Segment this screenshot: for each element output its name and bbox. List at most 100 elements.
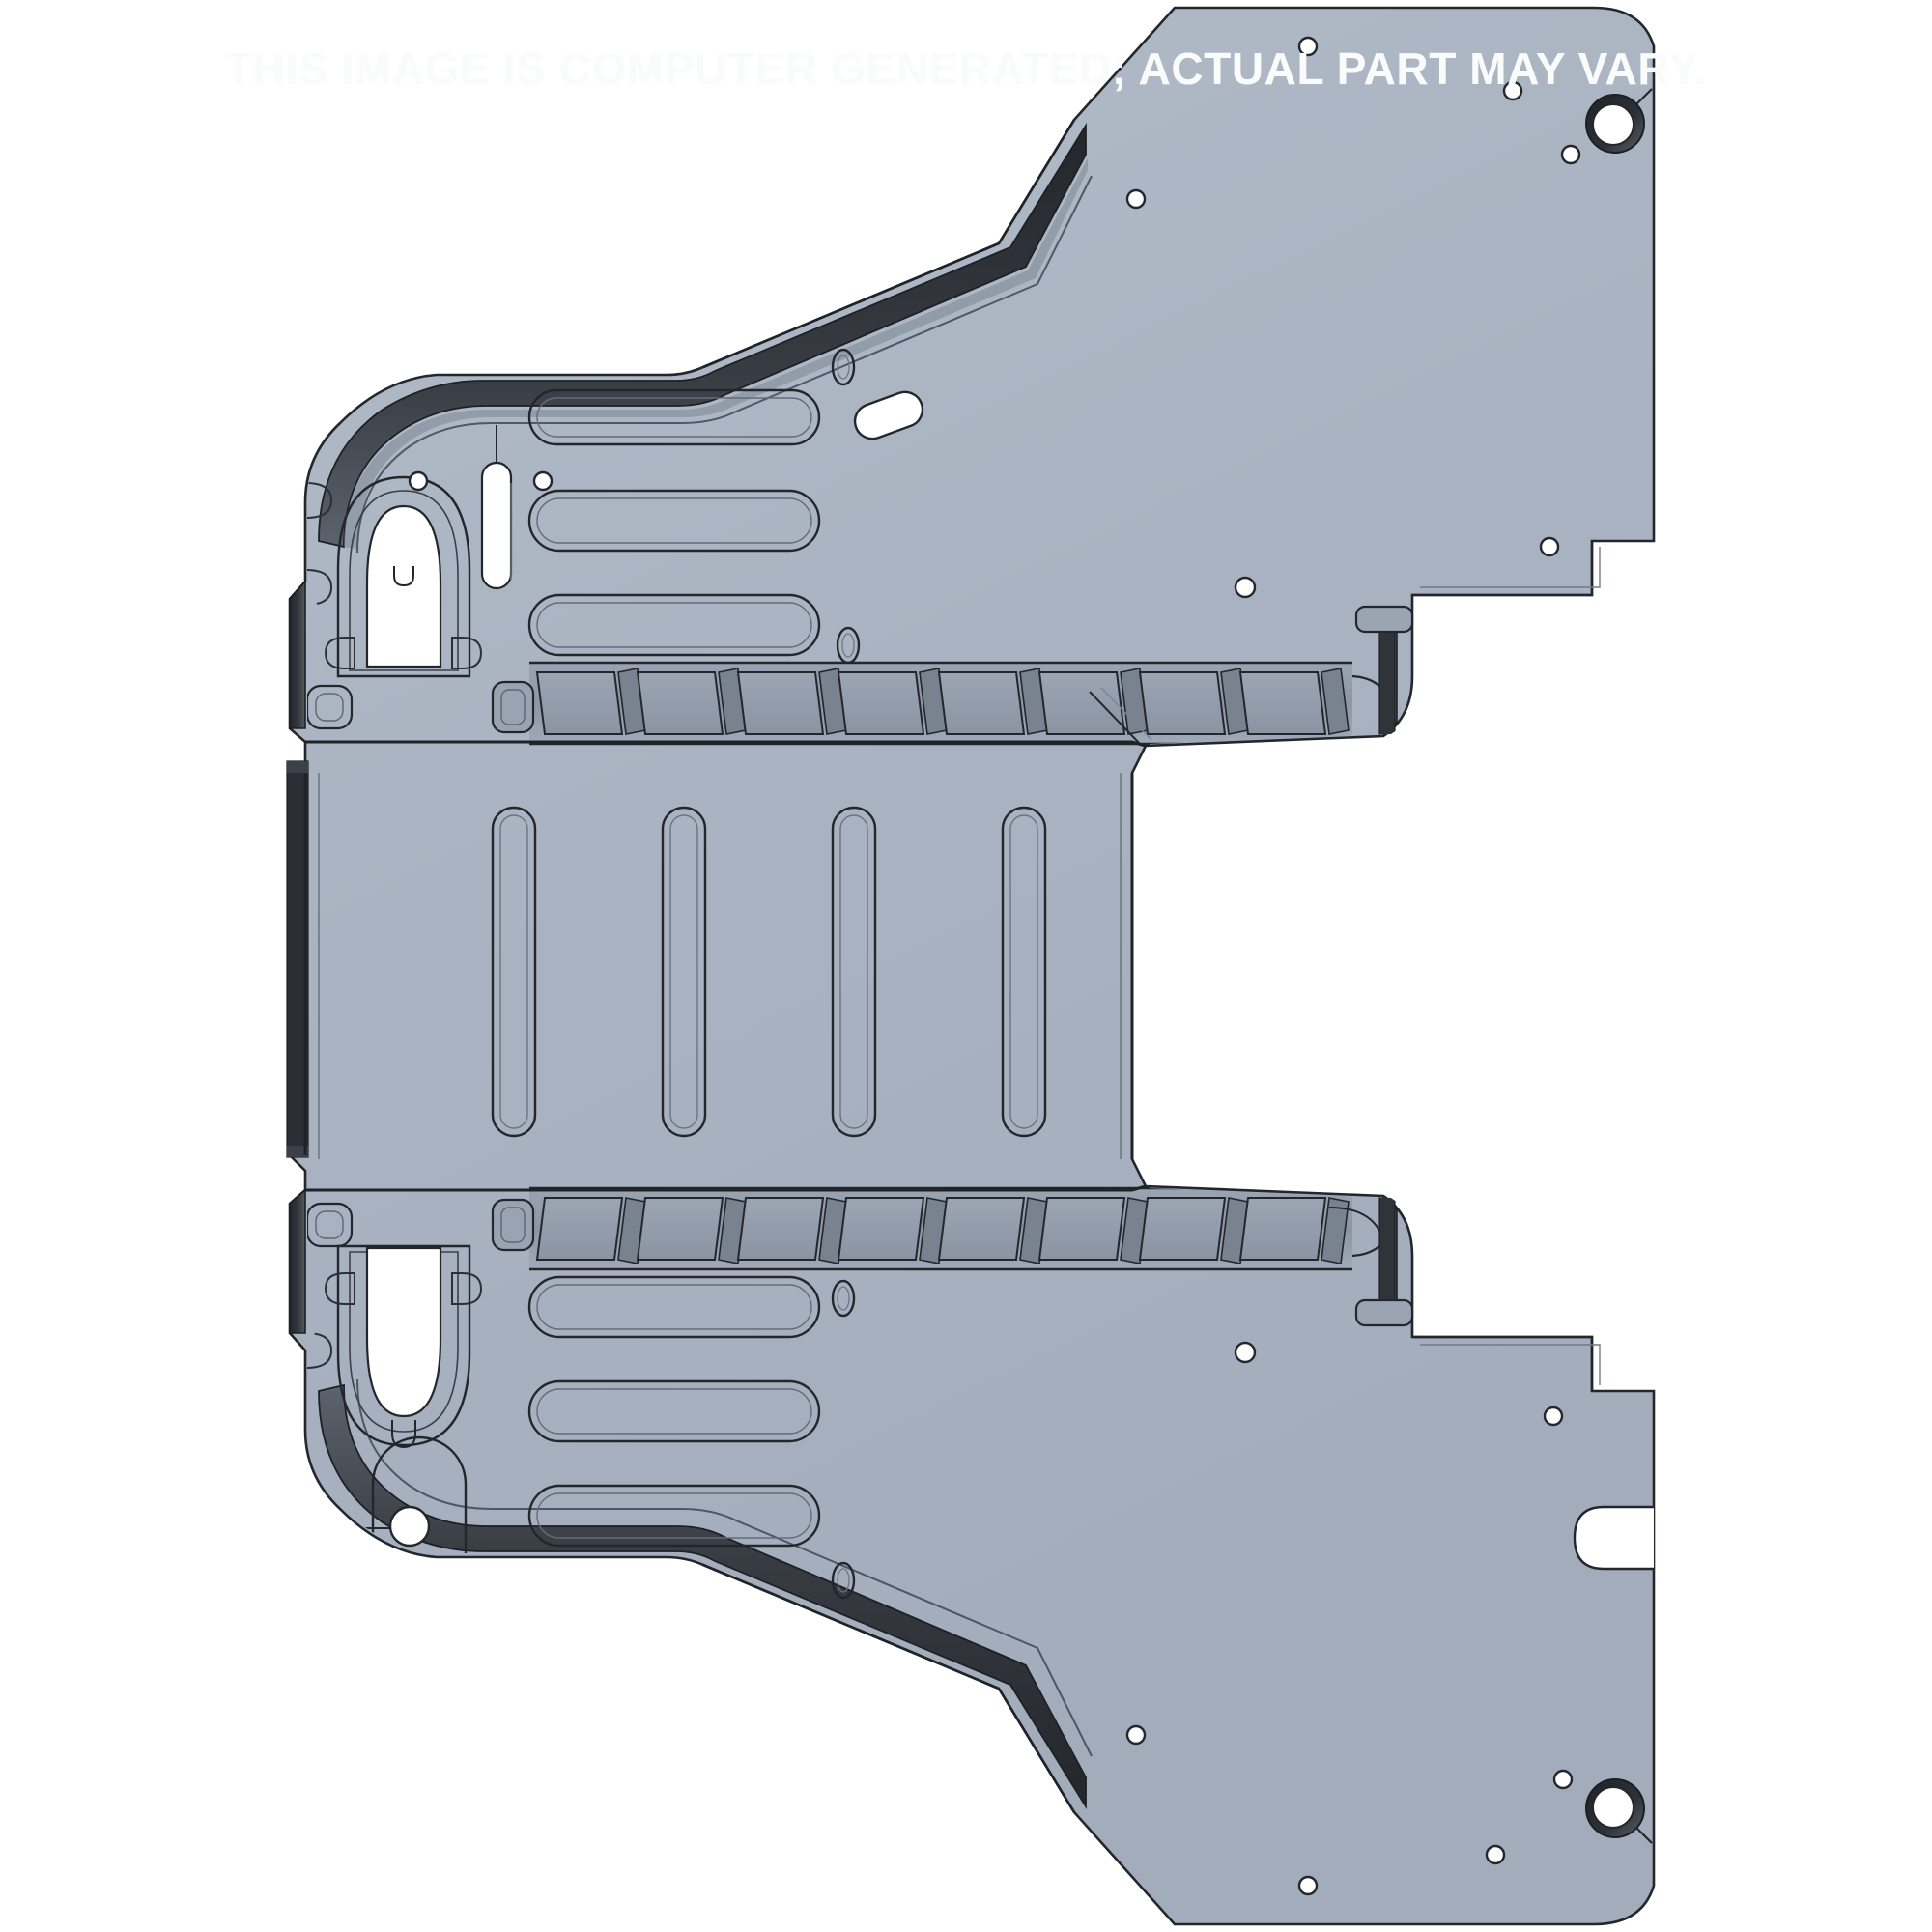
- rib-upper-2: [527, 489, 821, 553]
- collar-tangent-line: [1635, 1827, 1653, 1844]
- rib-lower-3: [527, 1484, 821, 1548]
- hole: [1125, 188, 1147, 210]
- rib-segment: [736, 1197, 825, 1261]
- channel-rib-segments: [535, 668, 1350, 735]
- hole: [1539, 536, 1560, 557]
- rib-upper-3-inner: [536, 602, 812, 648]
- vrib-2-inner: [669, 814, 698, 1129]
- channel-corner-eyelet-inner: [315, 1210, 344, 1239]
- upper-left-eyelet-a: [307, 482, 333, 519]
- lower-ribbed-channel: [307, 1186, 1397, 1271]
- rib-segment: [636, 671, 724, 735]
- channel-left-cap: [491, 680, 535, 734]
- mid-panel-features: [318, 773, 1122, 1159]
- hole: [1543, 1406, 1564, 1427]
- upper-oblong-eyelet-1: [831, 348, 856, 386]
- channel-corner-eyelet: [307, 1202, 354, 1248]
- lower-right-u-notch: [1573, 1505, 1654, 1571]
- lower-right-step: [1412, 1335, 1601, 1391]
- hole: [753, 304, 774, 326]
- upper-arch-eyelet-left: [324, 637, 355, 669]
- rib-upper-1: [527, 388, 821, 446]
- upper-vertical-slot: [480, 461, 513, 590]
- rib-lower-3-inner: [536, 1492, 812, 1539]
- upper-ribbed-channel: [307, 661, 1397, 746]
- lower-arch-cutout: [365, 1246, 442, 1418]
- rib-upper-1-inner: [536, 397, 812, 438]
- hole: [1125, 1724, 1147, 1746]
- hole: [1552, 1769, 1574, 1790]
- rib-segment-side: [1321, 668, 1350, 735]
- lower-horizontal-ribs: [527, 1275, 821, 1548]
- upper-arch-eyelet-right: [451, 637, 483, 669]
- rib-segment: [837, 1197, 925, 1261]
- lower-left-eyelet-b: [307, 1552, 333, 1589]
- rib-lower-1-inner: [536, 1284, 812, 1330]
- rib-upper-2-inner: [536, 497, 812, 544]
- channel-left-cap: [491, 1198, 535, 1252]
- channel-corner-eyelet: [307, 684, 354, 730]
- rib-segment: [937, 1197, 1026, 1261]
- rib-segment: [837, 671, 925, 735]
- hole: [747, 1622, 768, 1643]
- hole: [1485, 1844, 1506, 1865]
- upper-right-step: [1412, 541, 1601, 597]
- lower-arch-eyelet-right: [451, 1272, 483, 1305]
- upper-diagonal-edge: [702, 119, 1076, 369]
- channel-diagonal-b: [1100, 687, 1152, 741]
- rib-upper-3: [527, 593, 821, 657]
- collar-hole-bore: [1592, 103, 1634, 146]
- upper-left-rolled-edge: [318, 122, 1087, 549]
- rib-segment-side: [1321, 1197, 1350, 1264]
- lower-panel-features: [307, 1186, 1654, 1896]
- upper-right-tab: [1354, 605, 1414, 634]
- upper-right-flange-band: [1378, 613, 1396, 741]
- rib-segment: [1138, 1197, 1227, 1261]
- rib-segment: [1037, 1197, 1126, 1261]
- lower-left-rolled-edge: [318, 1383, 1087, 1810]
- rib-segment: [1238, 671, 1327, 735]
- rib-lower-1: [527, 1275, 821, 1339]
- channel-left-cap-inner: [500, 689, 526, 725]
- lower-right-flange-band: [1378, 1191, 1396, 1319]
- lower-right-tab: [1354, 1298, 1414, 1327]
- hole: [1234, 576, 1257, 599]
- lower-oblong-eyelet-2-inner: [837, 1568, 850, 1593]
- channel-rib-segments: [535, 1197, 1350, 1264]
- rib-lower-2: [527, 1379, 821, 1443]
- upper-inner-contour: [356, 175, 1093, 554]
- lower-oblong-eyelet-1: [831, 1279, 856, 1318]
- lower-arch-eyelet-left: [324, 1272, 355, 1305]
- vrib-3: [831, 806, 877, 1138]
- vrib-1-inner: [499, 814, 528, 1129]
- edge-highlights: [303, 119, 1147, 1813]
- left-flange-band-bottom-cap: [287, 1146, 308, 1157]
- hole: [1560, 144, 1581, 165]
- left-flange-lower: [289, 1188, 306, 1334]
- lower-large-hole: [388, 1505, 431, 1548]
- vrib-4: [1001, 806, 1047, 1138]
- hole: [408, 470, 429, 492]
- rib-segment: [937, 671, 1026, 735]
- channel-left-cap-inner: [500, 1207, 526, 1243]
- vrib-3-inner: [839, 814, 868, 1129]
- hole: [532, 470, 554, 492]
- vrib-4-inner: [1009, 814, 1038, 1129]
- upper-panel-features: [307, 36, 1653, 746]
- vrib-2: [661, 806, 707, 1138]
- channel-corner-eyelet-inner: [315, 693, 344, 722]
- upper-right-collar-hole: [1585, 88, 1653, 154]
- upper-oblong-eyelet-2-inner: [841, 633, 855, 658]
- lower-left-eyelet-c: [307, 1618, 333, 1655]
- collar-tangent-line: [1635, 88, 1653, 105]
- lower-diagonal-edge: [702, 1563, 1076, 1813]
- vrib-1: [491, 806, 537, 1138]
- left-flange-upper: [289, 579, 306, 729]
- rib-segment: [736, 671, 825, 735]
- hole: [1297, 36, 1319, 57]
- upper-arch-bead-inner: [349, 490, 459, 671]
- upper-arch-bead-outer: [336, 475, 471, 678]
- panel-body: [288, 6, 1656, 1926]
